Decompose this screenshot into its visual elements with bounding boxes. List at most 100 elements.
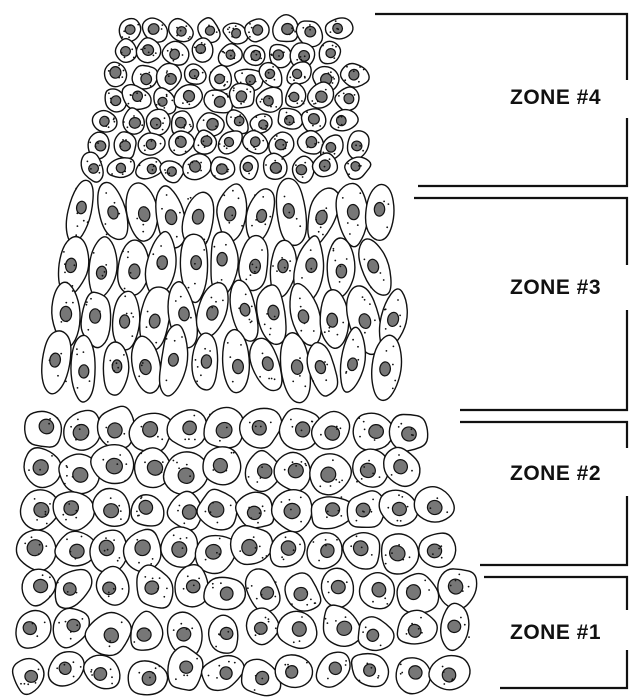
cytoplasm-granule	[144, 48, 146, 50]
cytoplasm-granule	[319, 485, 321, 487]
cytoplasm-granule	[468, 586, 470, 588]
cytoplasm-granule	[299, 357, 301, 359]
cytoplasm-granule	[226, 81, 228, 83]
cytoplasm-granule	[428, 589, 430, 591]
cytoplasm-granule	[443, 683, 445, 685]
cytoplasm-granule	[45, 513, 47, 515]
cytoplasm-granule	[293, 549, 295, 551]
cytoplasm-granule	[358, 417, 360, 419]
cytoplasm-granule	[114, 202, 116, 204]
cytoplasm-granule	[97, 142, 99, 144]
cytoplasm-granule	[172, 167, 174, 169]
cytoplasm-granule	[293, 121, 295, 123]
cytoplasm-granule	[332, 76, 334, 78]
cytoplasm-granule	[220, 582, 222, 584]
cytoplasm-granule	[126, 313, 128, 315]
cell-nucleus	[331, 580, 346, 594]
cytoplasm-granule	[180, 538, 182, 540]
cytoplasm-granule	[359, 66, 361, 68]
cytoplasm-granule	[36, 519, 38, 521]
cytoplasm-granule	[246, 148, 248, 150]
cell	[297, 131, 323, 154]
cytoplasm-granule	[159, 666, 161, 668]
cell	[441, 603, 470, 650]
cytoplasm-granule	[119, 454, 121, 456]
cytoplasm-granule	[219, 143, 221, 145]
cytoplasm-granule	[383, 279, 385, 281]
cytoplasm-granule	[421, 632, 423, 634]
cytoplasm-granule	[385, 554, 387, 556]
cytoplasm-granule	[223, 85, 225, 87]
cytoplasm-granule	[74, 264, 76, 266]
cell	[327, 238, 355, 298]
cytoplasm-granule	[361, 547, 363, 549]
cytoplasm-granule	[79, 428, 81, 430]
cytoplasm-granule	[346, 371, 348, 373]
cell	[273, 15, 298, 42]
cell	[353, 413, 393, 450]
cell	[105, 62, 127, 86]
cytoplasm-granule	[196, 380, 198, 382]
cell	[345, 157, 371, 179]
cytoplasm-granule	[332, 459, 334, 461]
cytoplasm-granule	[124, 171, 126, 173]
cytoplasm-granule	[148, 72, 150, 74]
cytoplasm-granule	[77, 225, 79, 227]
cytoplasm-granule	[138, 630, 140, 632]
cytoplasm-granule	[70, 631, 72, 633]
cytoplasm-granule	[223, 145, 225, 147]
cytoplasm-granule	[362, 296, 364, 298]
cytoplasm-granule	[227, 342, 229, 344]
cytoplasm-granule	[255, 547, 257, 549]
cell	[185, 64, 207, 84]
cytoplasm-granule	[187, 575, 189, 577]
cytoplasm-granule	[411, 470, 413, 472]
cytoplasm-granule	[400, 673, 402, 675]
cytoplasm-granule	[289, 270, 291, 272]
cytoplasm-granule	[49, 503, 51, 505]
cell	[223, 330, 250, 393]
cytoplasm-granule	[270, 106, 272, 108]
cytoplasm-granule	[347, 163, 349, 165]
cytoplasm-granule	[330, 31, 332, 33]
cytoplasm-granule	[276, 135, 278, 137]
cytoplasm-granule	[125, 463, 127, 465]
cytoplasm-granule	[118, 64, 120, 66]
cell	[312, 153, 337, 177]
cytoplasm-granule	[87, 221, 89, 223]
cytoplasm-granule	[186, 464, 188, 466]
cytoplasm-granule	[392, 388, 394, 390]
cytoplasm-granule	[254, 271, 256, 273]
cytoplasm-granule	[333, 248, 335, 250]
cytoplasm-granule	[411, 623, 413, 625]
cytoplasm-granule	[339, 481, 341, 483]
cytoplasm-granule	[322, 234, 324, 236]
cytoplasm-granule	[286, 118, 288, 120]
cell	[53, 608, 89, 647]
cytoplasm-granule	[140, 452, 142, 454]
cytoplasm-granule	[311, 100, 313, 102]
cytoplasm-granule	[176, 236, 178, 238]
cytoplasm-granule	[163, 107, 165, 109]
cell	[107, 158, 134, 178]
cytoplasm-granule	[358, 81, 360, 83]
cytoplasm-granule	[109, 640, 111, 642]
cytoplasm-granule	[70, 551, 72, 553]
cytoplasm-granule	[44, 622, 46, 624]
cell	[192, 38, 213, 62]
cytoplasm-granule	[253, 51, 255, 53]
cytoplasm-granule	[156, 124, 158, 126]
cytoplasm-granule	[251, 585, 253, 587]
cytoplasm-granule	[253, 146, 255, 148]
cell	[55, 570, 92, 609]
cytoplasm-granule	[291, 27, 293, 29]
cytoplasm-granule	[111, 683, 113, 685]
cytoplasm-granule	[261, 466, 263, 468]
cytoplasm-granule	[357, 224, 359, 226]
cytoplasm-granule	[281, 556, 283, 558]
cytoplasm-granule	[299, 640, 301, 642]
cytoplasm-granule	[152, 578, 154, 580]
cell	[429, 656, 470, 690]
cytoplasm-granule	[152, 672, 154, 674]
cytoplasm-granule	[75, 234, 77, 236]
